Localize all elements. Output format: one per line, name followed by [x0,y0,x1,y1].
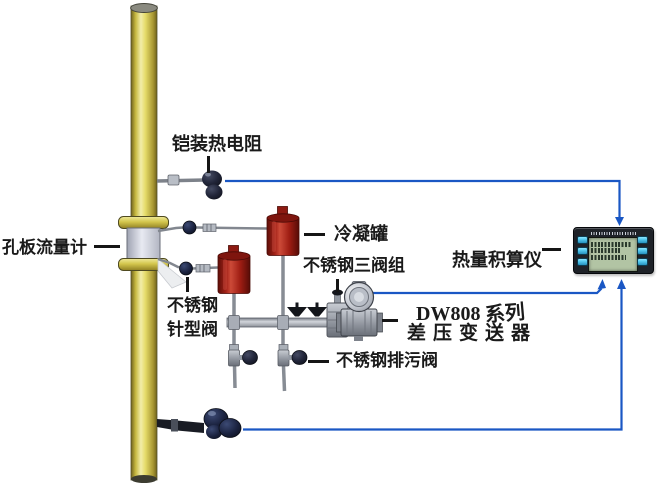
drain-valve-1 [228,344,258,367]
calculator-button-right-2[interactable] [637,247,648,255]
impulse-line-lower [157,257,219,289]
orifice-flange-top [118,216,169,229]
calculator-button-left-2[interactable] [577,247,588,255]
calculator-button-right-1[interactable] [637,236,648,244]
label-three-valve-manifold: 不锈钢三阀组 [303,256,405,275]
leader-needle-valve [186,277,189,292]
label-needle-valve-line1: 不锈钢 [167,296,218,315]
rtd-sensor [156,170,223,200]
manifold-pipe [226,315,341,330]
orifice-flange-bottom [118,258,169,271]
manifold-valve-2 [307,302,327,317]
leader-drain-valve [308,360,329,363]
signal-wire-bottom-sensor [243,279,626,431]
label-dp-transmitter: 差压变送器 [407,323,538,344]
condensate-pot-2 [217,245,251,294]
lcd-reading-line [591,248,621,253]
manifold-valve-1 [287,302,307,317]
leader-three-valve [336,279,339,292]
label-needle-valve-line2: 针型阀 [167,320,218,339]
label-drain-valve: 不锈钢排污阀 [336,351,438,370]
leader-heat-calculator [542,248,561,251]
impulse-line-upper [157,220,268,235]
leader-orifice [94,245,120,248]
lcd-reading-line [591,241,631,247]
signal-wire-rtd [225,179,624,226]
condensate-pot-1 [266,206,300,256]
bottom-sensor [157,408,242,439]
calculator-button-right-3[interactable] [637,258,648,266]
dp-transmitter [336,281,383,341]
signal-wire-transmitter [372,279,606,295]
label-armored-rtd: 铠装热电阻 [172,134,262,154]
drain-valve-2 [277,344,308,367]
leader-dp-transmitter [382,319,398,322]
calculator-button-left-1[interactable] [577,236,588,244]
label-heat-calculator: 热量积算仪 [452,250,542,270]
orifice-flowmeter [118,216,169,271]
calculator-model-text [591,232,636,235]
label-orifice-flowmeter: 孔板流量计 [2,238,87,257]
needle-valve-lower [179,261,193,276]
calculator-lcd-screen [588,237,638,272]
calculator-button-left-3[interactable] [577,258,588,266]
lcd-reading-line [591,254,627,260]
orifice-body [126,227,161,260]
leader-rtd [207,156,210,173]
label-condensate-pot: 冷凝罐 [334,224,388,244]
heat-calculator-device [573,227,654,274]
needle-valve-upper [182,220,197,235]
leader-condensate-pot [304,233,325,236]
dp-series-model: DW808 [416,303,481,325]
